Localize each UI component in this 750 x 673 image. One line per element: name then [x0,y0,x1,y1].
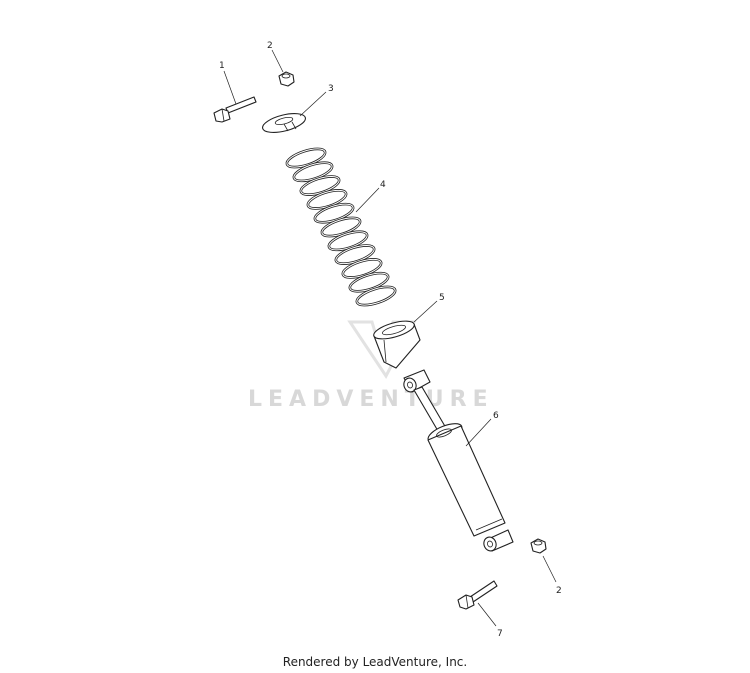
part-3-spring-retainer[interactable] [261,110,308,136]
spring-coil-highlight [328,231,368,251]
watermark: LEADVENTURE [248,320,494,412]
leader-2a [271,49,284,73]
spring-coil-highlight [286,148,326,168]
callout-5[interactable]: 5 [439,293,445,303]
leader-7 [477,602,497,627]
callout-4[interactable]: 4 [380,180,386,190]
leader-5 [413,300,438,323]
leader-4 [355,187,380,213]
part-1-bolt[interactable] [213,96,257,123]
part-4-coil-spring[interactable] [285,145,397,309]
callout-6[interactable]: 6 [493,411,499,421]
spring-coil-highlight [342,258,382,278]
callout-2-bottom[interactable]: 2 [556,586,562,596]
leader-6 [465,418,492,447]
callout-1[interactable]: 1 [219,61,225,71]
leader-2b [542,555,557,583]
watermark-text: LEADVENTURE [248,387,494,412]
leader-1 [223,70,237,105]
spring-coil-highlight [335,245,375,265]
leader-3 [299,91,327,117]
callout-3[interactable]: 3 [328,84,334,94]
part-6-shock-absorber[interactable] [402,369,514,553]
spring-coil-highlight [349,272,389,292]
spring-coil-highlight [356,286,396,306]
spring-coil-highlight [307,189,347,209]
part-5-spring-seat[interactable] [372,317,421,369]
spring-coil-highlight [314,203,354,223]
spring-coil-highlight [293,162,333,182]
callout-7[interactable]: 7 [497,629,503,639]
part-7-bolt[interactable] [457,580,498,610]
callout-2-top[interactable]: 2 [267,41,273,51]
part-2-nut-bottom[interactable] [530,538,547,554]
footer-credit: Rendered by LeadVenture, Inc. [282,655,468,669]
spring-coil-highlight [300,176,340,196]
part-2-nut-top[interactable] [278,71,295,87]
spring-coil-highlight [321,217,361,237]
